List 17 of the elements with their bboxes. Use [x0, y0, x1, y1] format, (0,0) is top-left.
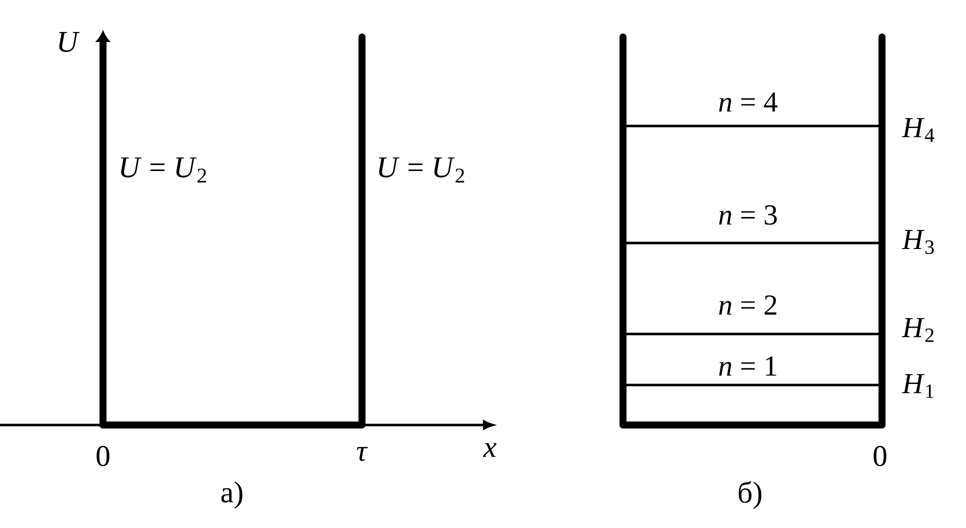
panel-label: б) — [738, 481, 762, 509]
height-label: H$_{1}$ — [902, 374, 934, 398]
panel-label: а) — [221, 481, 242, 509]
axis-label: U — [59, 32, 80, 52]
tick-label: 0 — [96, 446, 110, 466]
level-label: n = 2 — [719, 295, 776, 315]
height-label: H$_{4}$ — [902, 118, 934, 142]
potential-label: U = U$_{2}$ — [120, 158, 206, 182]
height-label: H$_{3}$ — [902, 230, 934, 254]
level-label: n = 4 — [719, 92, 778, 112]
tick-label: τ — [356, 446, 368, 462]
potential-label: U = U$_{2}$ — [378, 158, 464, 182]
axis-label: x — [483, 443, 496, 457]
level-label: n = 3 — [719, 205, 777, 225]
level-label: n = 1 — [719, 356, 776, 376]
tick-label: 0 — [874, 446, 886, 466]
height-label: H$_{2}$ — [902, 318, 934, 342]
